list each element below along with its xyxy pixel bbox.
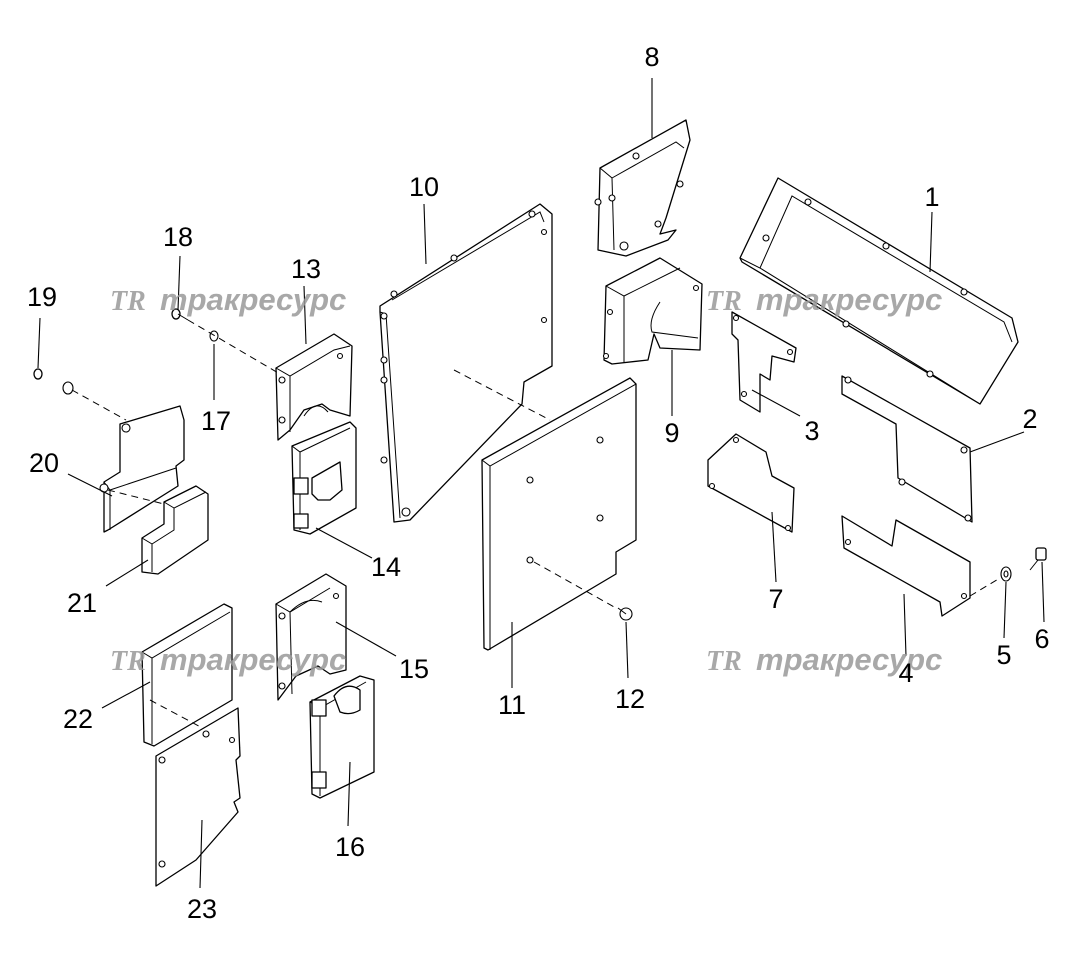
callout-labels: 1 2 3 4 5 6 7 8 9 10 11 12 13 14 15 16 1…: [27, 42, 1050, 924]
callout-1: 1: [924, 182, 939, 212]
part-3-bracket: [731, 311, 797, 413]
watermark-logo: TR: [706, 646, 742, 677]
part-2-plate: [841, 375, 973, 523]
part-6-bolt: [1029, 547, 1047, 571]
part-23-plate: [155, 707, 241, 887]
part-22-slab: [141, 603, 233, 747]
callout-15: 15: [399, 654, 429, 684]
callout-10: 10: [409, 172, 439, 202]
callout-7: 7: [768, 584, 783, 614]
callout-6: 6: [1034, 624, 1049, 654]
callout-16: 16: [335, 832, 365, 862]
part-17-washer: [209, 330, 219, 342]
watermark-top-left: TR тракресурс: [110, 282, 346, 317]
callout-12: 12: [615, 684, 645, 714]
callout-5: 5: [996, 640, 1011, 670]
watermark-text: тракресурс: [756, 642, 942, 677]
part-5-washer: [1000, 566, 1012, 582]
part-12-fastener: [617, 607, 633, 621]
part-9-bracket: [602, 257, 703, 365]
part-13-bracket: [275, 333, 353, 441]
callout-20: 20: [29, 448, 59, 478]
part-1-cover: [739, 177, 1019, 405]
callout-19: 19: [27, 282, 57, 312]
callout-23: 23: [187, 894, 217, 924]
part-14-block: [291, 421, 357, 535]
watermark-logo: TR: [110, 286, 146, 317]
callout-4: 4: [898, 658, 913, 688]
part-4-plate: [841, 515, 971, 617]
part-16-block: [309, 675, 375, 799]
callout-17: 17: [201, 406, 231, 436]
part-11-slab: [481, 377, 637, 651]
part-15-bracket: [275, 573, 347, 701]
watermark-logo: TR: [110, 646, 146, 677]
watermark-bottom-left: TR тракресурс: [110, 642, 346, 677]
watermark-top-right: TR тракресурс: [706, 282, 942, 317]
part-7-plate: [707, 433, 795, 533]
watermark-text: тракресурс: [160, 642, 346, 677]
watermark-bottom-right: TR тракресурс: [706, 642, 942, 677]
part-10-panel: [379, 203, 553, 523]
part-19-washer: [62, 381, 74, 395]
callout-9: 9: [664, 418, 679, 448]
callout-2: 2: [1022, 404, 1037, 434]
part-19-screw: [33, 368, 43, 380]
part-18-screw: [171, 308, 189, 321]
callout-8: 8: [644, 42, 659, 72]
part-21-block: [141, 485, 209, 575]
callout-14: 14: [371, 552, 401, 582]
callout-22: 22: [63, 704, 93, 734]
callout-11: 11: [498, 690, 526, 720]
callout-21: 21: [67, 588, 97, 618]
leader-lines: [37, 78, 1045, 889]
part-8-bracket: [594, 119, 691, 257]
callout-3: 3: [804, 416, 819, 446]
watermark-text: тракресурс: [756, 282, 942, 317]
callout-18: 18: [163, 222, 193, 252]
callout-13: 13: [291, 254, 321, 284]
part-20-bracket: [99, 405, 185, 533]
watermark-logo: TR: [706, 286, 742, 317]
watermark-text: тракресурс: [160, 282, 346, 317]
